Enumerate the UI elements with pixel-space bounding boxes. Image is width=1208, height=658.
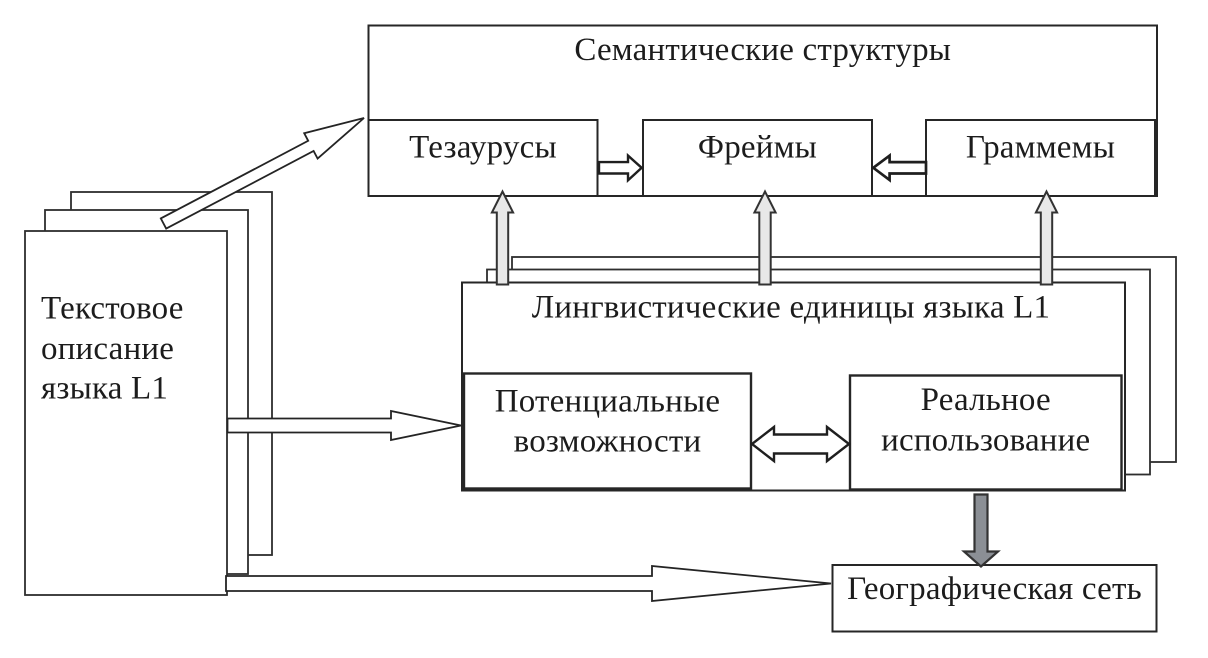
svg-text:Реальное: Реальное xyxy=(921,382,1051,418)
svg-text:Лингвистические единицы языка: Лингвистические единицы языка L1 xyxy=(532,290,1050,326)
svg-text:возможности: возможности xyxy=(514,424,702,460)
svg-text:Потенциальные: Потенциальные xyxy=(495,384,720,420)
svg-text:описание: описание xyxy=(41,331,174,367)
svg-text:Географическая сеть: Географическая сеть xyxy=(847,571,1142,607)
svg-text:Семантические структуры: Семантические структуры xyxy=(574,32,951,68)
svg-text:Текстовое: Текстовое xyxy=(41,291,184,327)
svg-text:Граммемы: Граммемы xyxy=(966,130,1115,166)
svg-text:использование: использование xyxy=(881,423,1090,459)
svg-text:Фреймы: Фреймы xyxy=(698,130,817,166)
svg-text:языка L1: языка L1 xyxy=(41,371,168,407)
svg-text:Тезаурусы: Тезаурусы xyxy=(409,130,557,166)
